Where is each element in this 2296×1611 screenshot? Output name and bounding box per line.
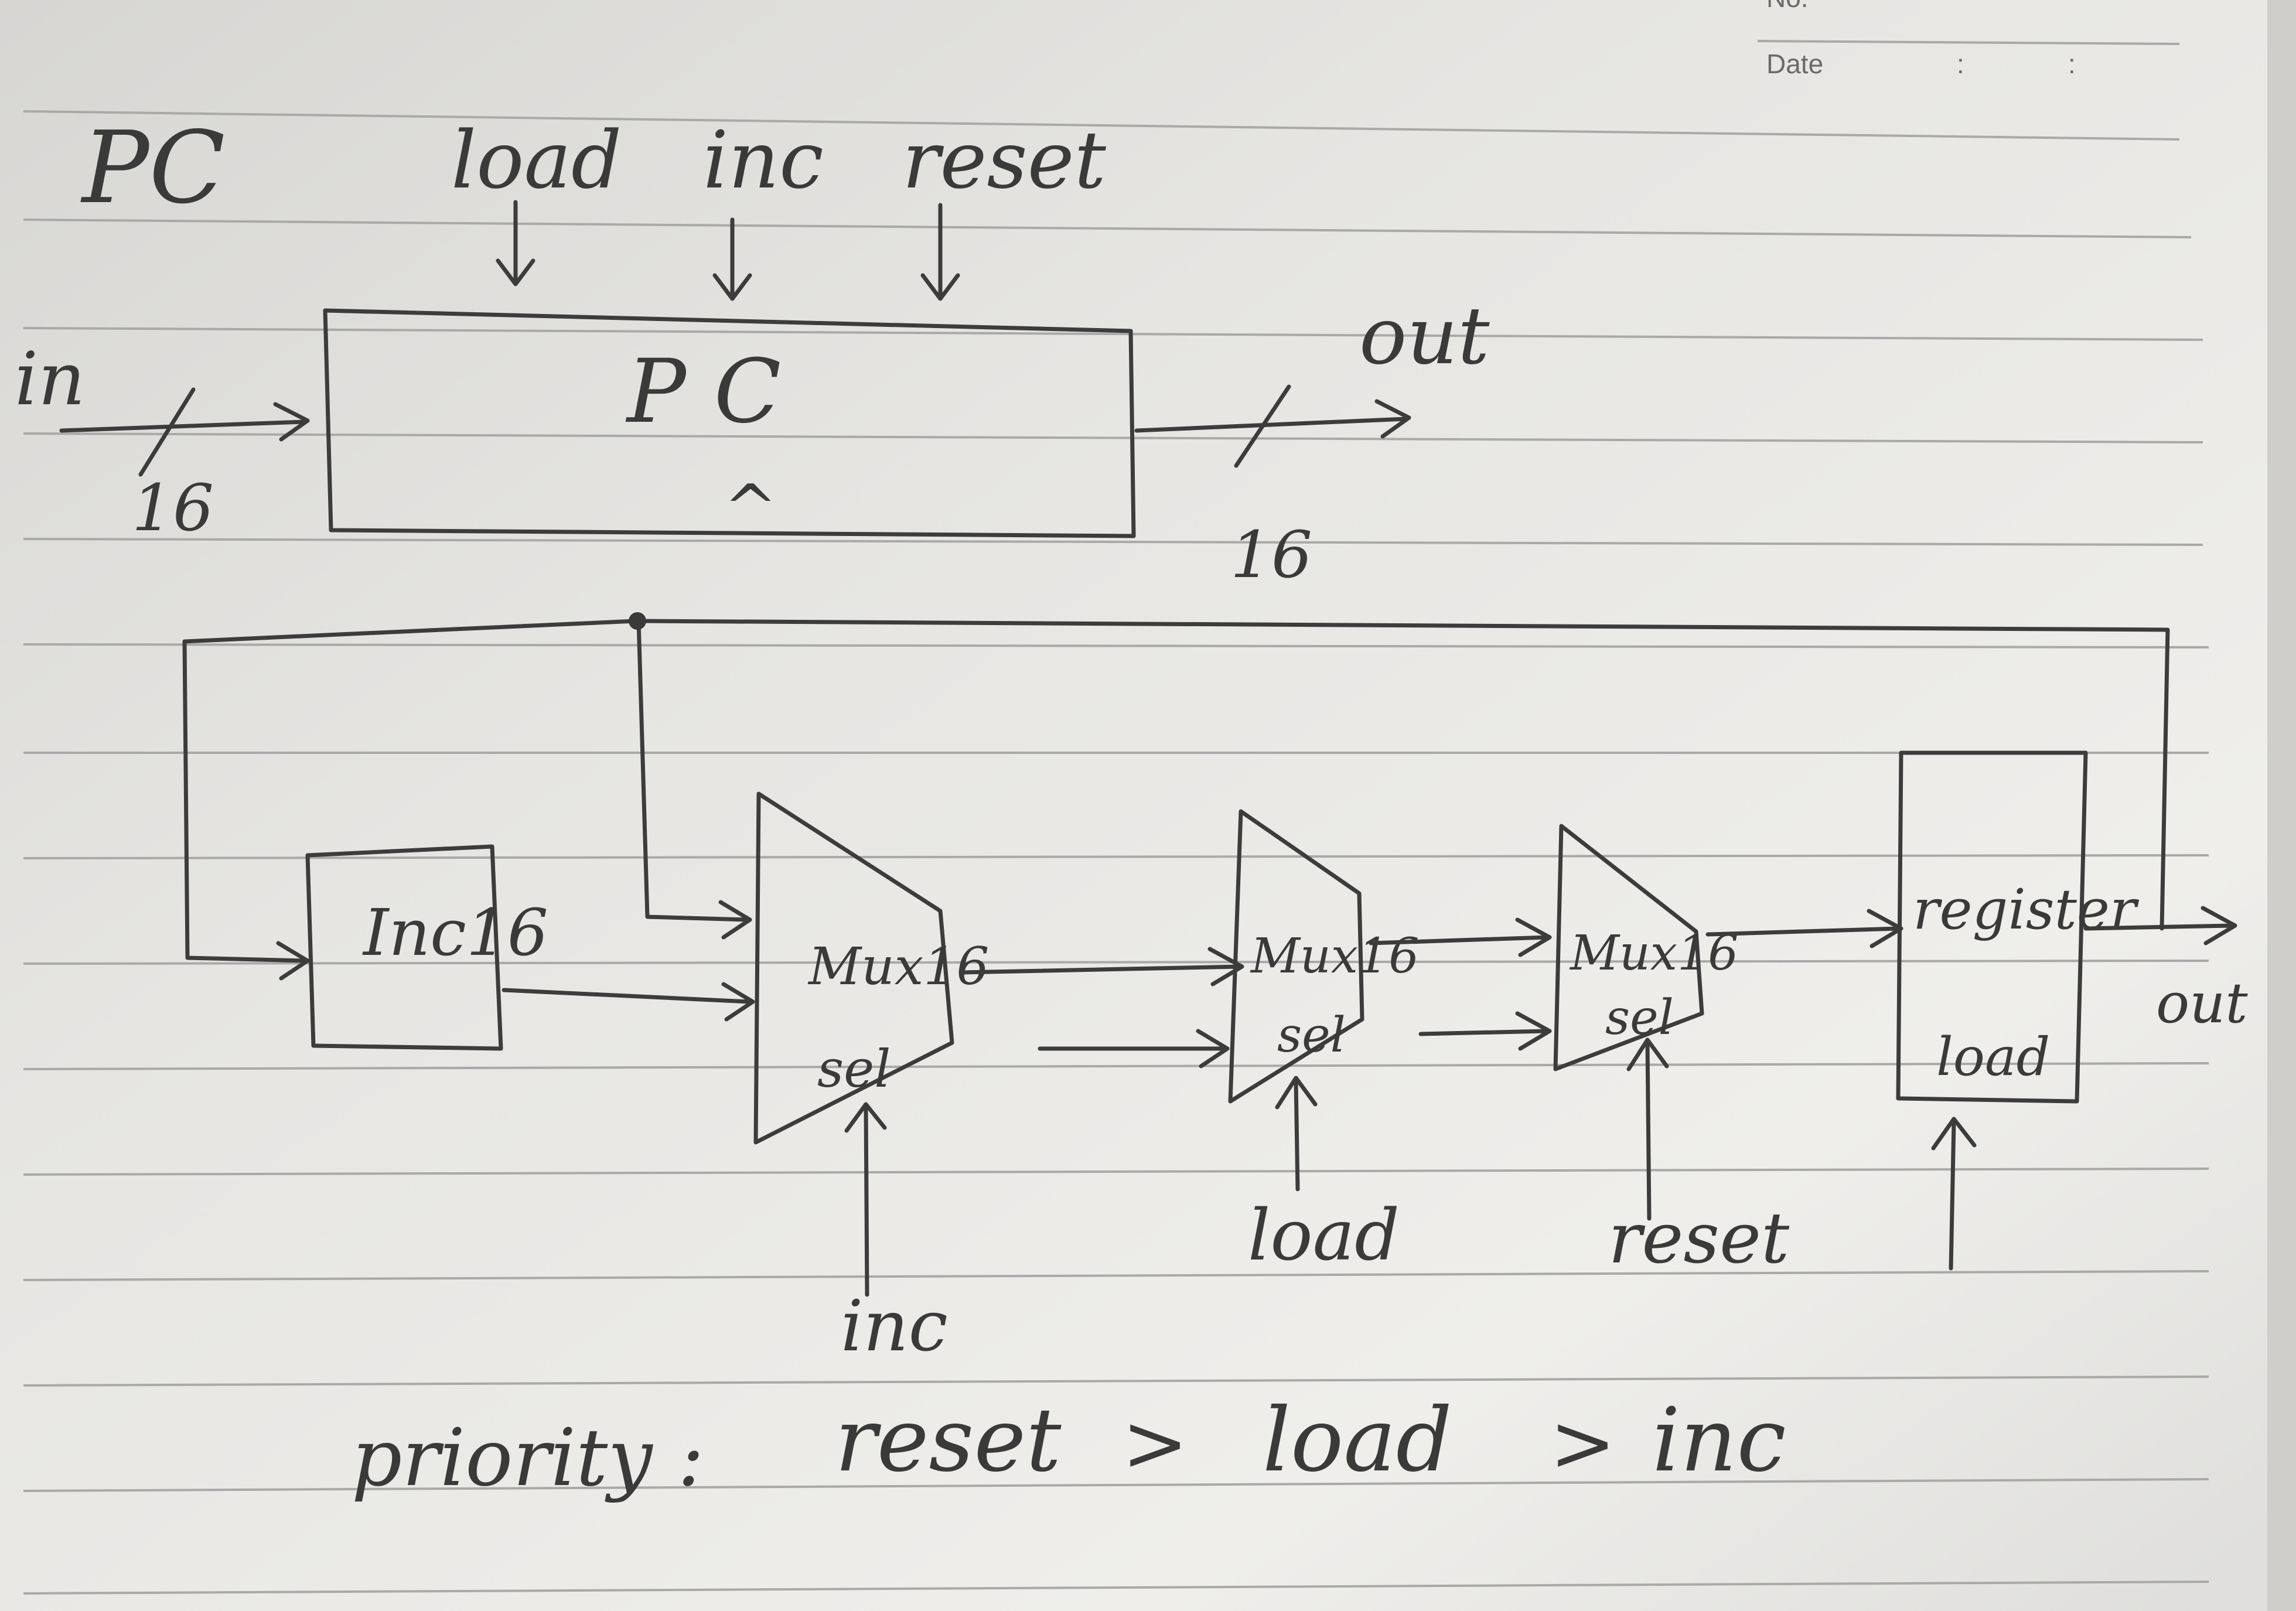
register-label: register <box>1913 878 2140 942</box>
priority-load: load <box>1263 1390 1452 1491</box>
mux3 <box>1553 824 1704 1071</box>
pc-block <box>323 308 1136 538</box>
top-in-label: in <box>15 337 85 422</box>
date-label: Date <box>1766 49 1823 79</box>
mux1-sel: sel <box>817 1039 891 1099</box>
mux2-control-arrow <box>1275 1076 1318 1192</box>
top-reset-label: reset <box>902 114 1107 206</box>
mux3-sel: sel <box>1605 990 1674 1046</box>
no-label: No. <box>1766 0 1809 13</box>
mux3-control-arrow <box>1626 1037 1669 1221</box>
feedback-junction-dot <box>629 612 646 630</box>
page-edge <box>2267 0 2296 1611</box>
pc-block-label: P C <box>625 341 781 443</box>
top-inc-label: inc <box>703 114 824 206</box>
mux1-to-mux2-wire <box>958 947 1244 987</box>
priority-label: priority : <box>352 1412 704 1504</box>
date-separator-2: : <box>2068 49 2076 79</box>
ruled-lines <box>23 40 2209 1595</box>
top-in-bus-arrow <box>59 387 310 477</box>
mux2-control-label: load <box>1248 1195 1400 1276</box>
priority-separator-1: > <box>1122 1397 1188 1489</box>
top-control-arrows <box>496 200 960 301</box>
register-output-wire <box>2083 906 2237 946</box>
register-load-label: load <box>1936 1026 2050 1088</box>
feedback-wires <box>182 619 2170 981</box>
in-to-mux2-wire <box>1038 1029 1230 1069</box>
date-separator-1: : <box>1957 49 1964 79</box>
top-out-label: out <box>1359 290 1490 382</box>
impl-out-label: out <box>2156 971 2248 1036</box>
top-out-bus-arrow <box>1134 384 1411 468</box>
priority-inc: inc <box>1652 1390 1786 1491</box>
register-block <box>1896 750 2088 1104</box>
diagram-title: PC <box>80 110 225 226</box>
mux2-label: Mux16 <box>1250 929 1419 984</box>
top-in-width: 16 <box>132 470 214 545</box>
top-load-label: load <box>451 114 622 206</box>
mux1-label: Mux16 <box>807 936 989 996</box>
mux3-control-label: reset <box>1608 1198 1790 1279</box>
in-to-mux3-wire <box>1418 1011 1552 1051</box>
mux1 <box>753 791 954 1145</box>
priority-reset: reset <box>835 1390 1062 1491</box>
mux1-control-arrow <box>844 1102 887 1297</box>
register-load-arrow <box>1931 1117 1977 1271</box>
inc16-block <box>305 844 503 1051</box>
inc16-label: Inc16 <box>362 895 548 970</box>
mux2 <box>1228 809 1364 1104</box>
pc-clock-mark: ^ <box>724 470 777 545</box>
mux2-sel: sel <box>1277 1008 1346 1063</box>
inc16-to-mux1-wire <box>501 982 755 1022</box>
top-out-width: 16 <box>1230 517 1312 592</box>
mux2-to-mux3-wire <box>1369 917 1552 957</box>
mux1-control-label: inc <box>841 1286 948 1367</box>
priority-separator-2: > <box>1550 1397 1616 1489</box>
